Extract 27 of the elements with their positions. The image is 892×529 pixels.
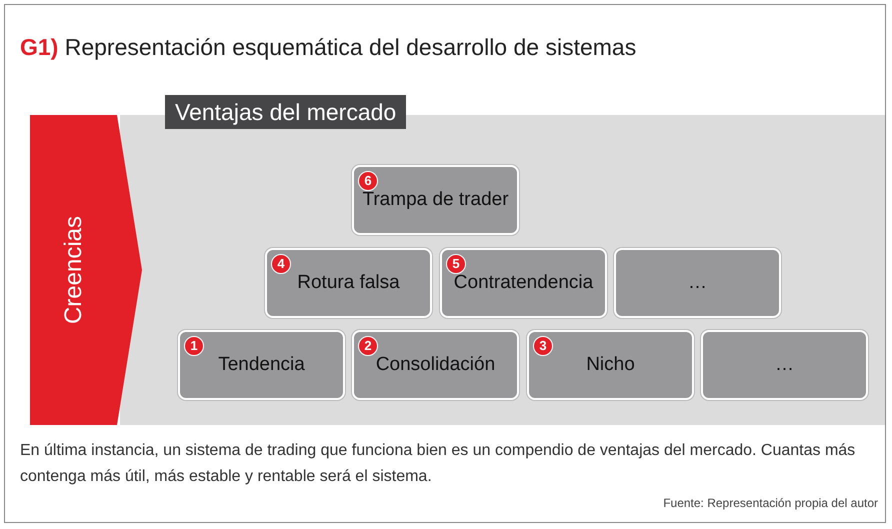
box-label: Rotura falsa	[296, 272, 401, 294]
source-note: Fuente: Representación propia del autor	[663, 496, 878, 510]
process-box	[265, 248, 432, 318]
process-box	[352, 165, 519, 235]
box-label: Contratendencia	[452, 272, 594, 294]
box-label: …	[687, 272, 708, 294]
title: G1) Representación esquemática del desarrollo de sistemas	[20, 34, 636, 61]
process-box	[440, 248, 607, 318]
number-badge: 1	[184, 336, 204, 356]
number-badge: 6	[358, 171, 378, 191]
caption: En última instancia, un sistema de trading que funciona bien es un compendio de ventajas del mercado. Cuantas más contenga más útil, más estable y rentable será el sistema.	[20, 441, 856, 487]
panel-heading: Ventajas del mercado	[165, 95, 406, 129]
box-label: …	[774, 354, 795, 376]
box-label: Trampa de trader	[361, 189, 510, 211]
process-box	[352, 330, 519, 400]
process-box	[701, 330, 868, 400]
box-label: Consolidación	[374, 354, 496, 376]
box-label: Nicho	[585, 354, 636, 376]
arrow-label: Creencias	[60, 214, 88, 326]
number-badge: 3	[533, 336, 553, 356]
process-box	[178, 330, 345, 400]
number-badge: 5	[446, 254, 466, 274]
process-box	[527, 330, 694, 400]
number-badge: 2	[358, 336, 378, 356]
process-box	[614, 248, 781, 318]
box-label: Tendencia	[217, 354, 306, 376]
number-badge: 4	[271, 254, 291, 274]
